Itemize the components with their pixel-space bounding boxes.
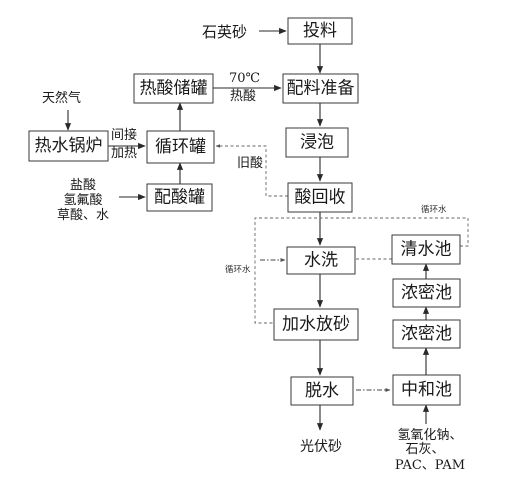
- box-hot-acid-tank-label: 热酸储罐: [140, 79, 208, 99]
- label-circulating-water-left: 循环水: [225, 264, 251, 275]
- box-clear-water-pool: 清水池: [391, 234, 461, 265]
- box-thickener-1: 浓密池: [392, 278, 461, 308]
- box-neutralization-pool: 中和池: [392, 374, 461, 406]
- label-circulating-water-top: 循环水: [421, 204, 447, 215]
- box-acid-recovery: 酸回收: [287, 182, 353, 213]
- box-batching-prep: 配料准备: [282, 73, 359, 104]
- box-thickener-1-label: 浓密池: [401, 283, 452, 303]
- box-feed: 投料: [287, 17, 353, 45]
- box-add-water-release-sand-label: 加水放砂: [282, 315, 350, 335]
- box-thickener-2-label: 浓密池: [401, 324, 452, 344]
- label-pv-sand: 光伏砂: [300, 439, 342, 455]
- label-temp-70: 70℃: [229, 71, 260, 86]
- box-hot-water-boiler: 热水锅炉: [28, 130, 109, 162]
- label-hydrochloric-acid: 盐酸: [70, 178, 96, 193]
- box-hot-acid-tank: 热酸储罐: [133, 73, 214, 104]
- label-oxalic-acid-water: 草酸、水: [57, 208, 109, 223]
- box-dewatering-label: 脱水: [305, 381, 339, 401]
- label-indirect: 间接: [111, 127, 137, 143]
- box-thickener-2: 浓密池: [392, 319, 461, 349]
- box-add-water-release-sand: 加水放砂: [273, 308, 359, 341]
- box-hot-water-boiler-label: 热水锅炉: [35, 136, 103, 156]
- label-pac-pam: PAC、PAM: [395, 458, 465, 473]
- box-dewatering: 脱水: [290, 376, 354, 406]
- label-sodium-hydroxide: 氢氧化钠、: [397, 428, 462, 443]
- box-water-wash: 水洗: [286, 246, 356, 275]
- box-water-wash-label: 水洗: [304, 251, 338, 271]
- box-circulation-tank-label: 循环罐: [155, 137, 206, 157]
- box-acid-recovery-label: 酸回收: [295, 188, 346, 208]
- label-hot-acid: 热酸: [230, 89, 256, 104]
- box-feed-label: 投料: [303, 21, 337, 41]
- label-old-acid: 旧酸: [237, 156, 263, 171]
- box-acid-mixing-tank: 配酸罐: [146, 183, 213, 212]
- box-soak: 浸泡: [285, 127, 349, 158]
- box-soak-label: 浸泡: [300, 133, 334, 153]
- arrow-circulating-water-loop: [254, 217, 469, 325]
- box-clear-water-pool-label: 清水池: [401, 240, 452, 260]
- label-quartz-sand: 石英砂: [202, 23, 247, 41]
- label-lime: 石灰、: [405, 442, 444, 457]
- box-circulation-tank: 循环罐: [146, 130, 215, 164]
- box-batching-prep-label: 配料准备: [287, 79, 355, 99]
- label-natural-gas: 天然气: [42, 90, 81, 106]
- label-hydrofluoric-acid: 氢氟酸: [63, 193, 102, 208]
- arrow-old-acid-return: [215, 144, 288, 197]
- box-acid-mixing-tank-label: 配酸罐: [154, 188, 205, 208]
- label-heating: 加热: [111, 146, 137, 161]
- box-neutralization-pool-label: 中和池: [401, 380, 452, 400]
